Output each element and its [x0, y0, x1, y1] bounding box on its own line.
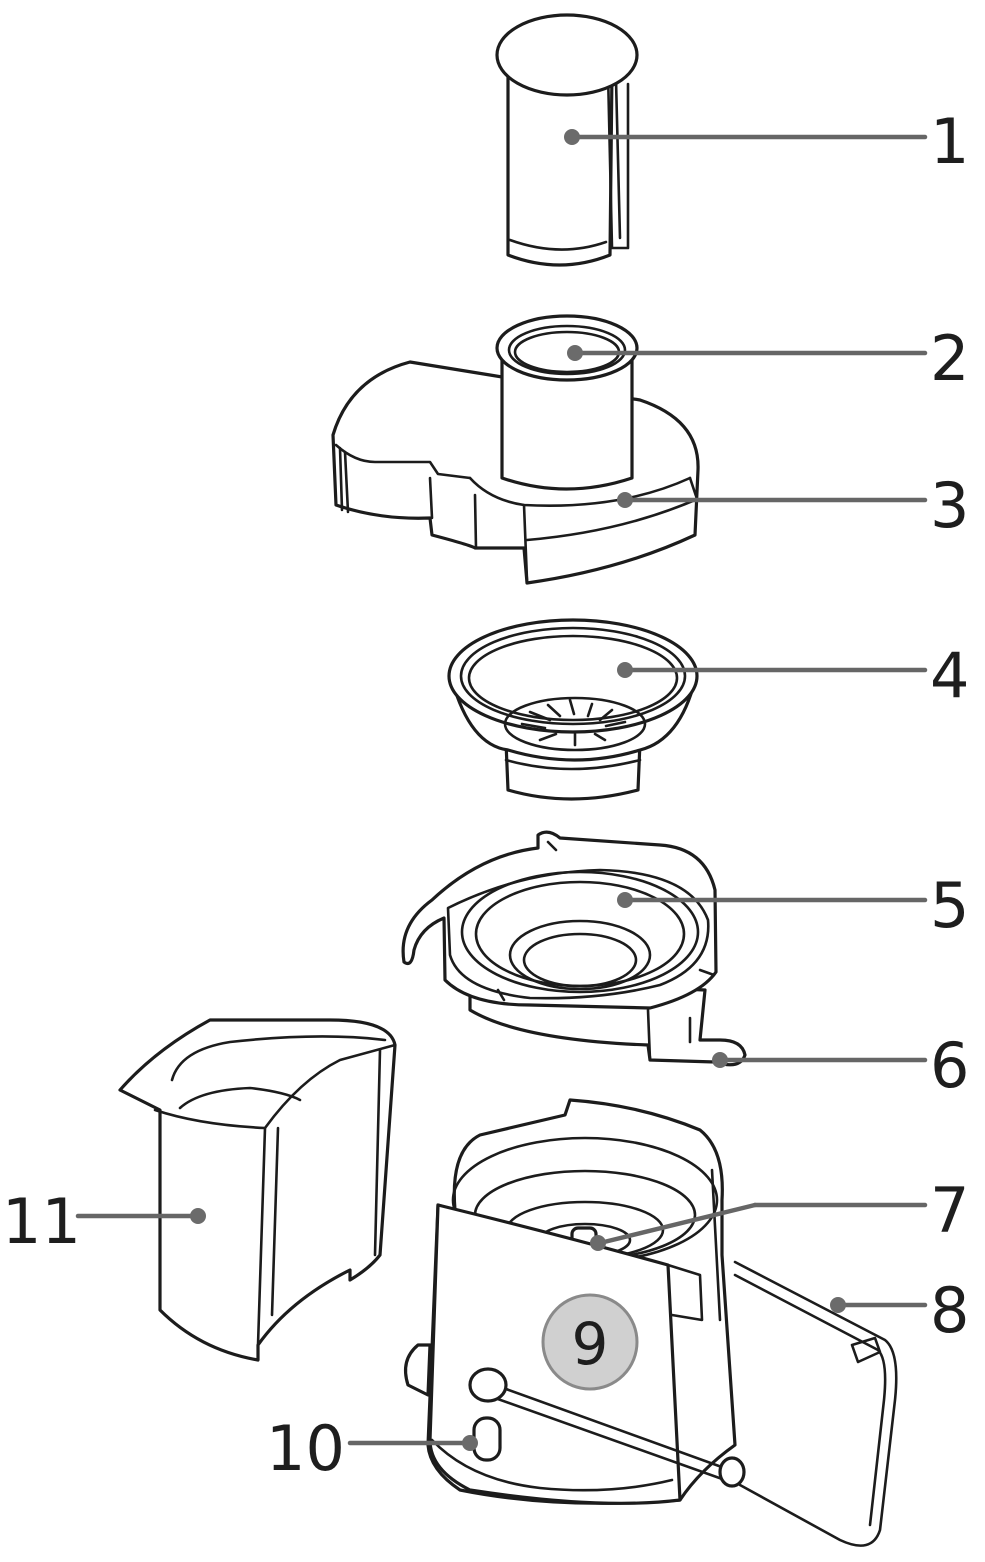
callout-3: 3 [617, 469, 969, 542]
callout-6: 6 [712, 1029, 969, 1102]
part-juice-collector [401, 830, 747, 1067]
callout-label-11: 11 [2, 1185, 81, 1258]
part-lid [331, 314, 700, 585]
callout-5: 5 [617, 869, 969, 942]
callout-9: 9 [541, 1293, 639, 1391]
part-food-pusher [495, 13, 639, 267]
callout-label-4: 4 [930, 639, 969, 712]
callout-10: 10 [266, 1412, 478, 1485]
callout-7: 7 [590, 1174, 969, 1251]
callout-label-6: 6 [930, 1029, 969, 1102]
callout-label-3: 3 [930, 469, 969, 542]
callout-11: 11 [2, 1185, 206, 1258]
part-locking-arm [733, 1260, 898, 1547]
part-pulp-container [118, 1018, 397, 1362]
callout-label-10: 10 [266, 1412, 345, 1485]
callout-label-1: 1 [930, 105, 969, 178]
callout-label-2: 2 [930, 322, 969, 395]
callout-2: 2 [567, 322, 969, 395]
callout-4: 4 [617, 639, 969, 712]
callout-label-5: 5 [930, 869, 969, 942]
callout-label-9: 9 [572, 1310, 609, 1378]
part-filter-basket [447, 618, 699, 801]
callout-1: 1 [564, 105, 969, 178]
callout-label-8: 8 [930, 1274, 969, 1347]
callout-label-7: 7 [930, 1174, 969, 1247]
callout-8: 8 [830, 1274, 969, 1347]
